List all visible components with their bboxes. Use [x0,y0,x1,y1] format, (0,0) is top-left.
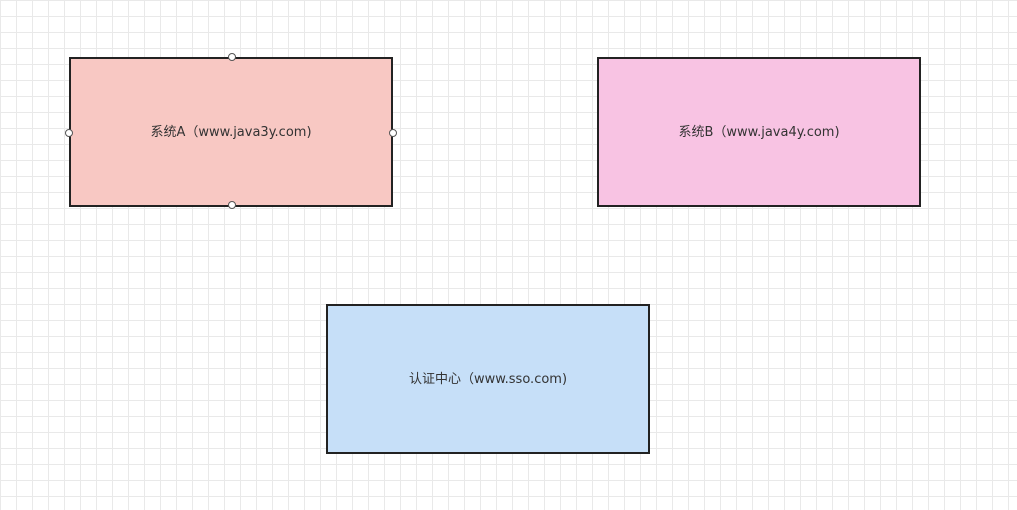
resize-handle-top[interactable] [228,53,236,61]
system-a-label: 系统A（www.java3y.com) [150,124,312,140]
resize-handle-bottom[interactable] [228,201,236,209]
system-b-label: 系统B（www.java4y.com) [678,124,840,140]
sso-node[interactable]: 认证中心（www.sso.com) [326,304,650,454]
resize-handle-left[interactable] [65,129,73,137]
sso-label: 认证中心（www.sso.com) [408,371,568,387]
system-b-node[interactable]: 系统B（www.java4y.com) [597,57,921,207]
resize-handle-right[interactable] [389,129,397,137]
system-a-node[interactable]: 系统A（www.java3y.com) [65,53,397,209]
